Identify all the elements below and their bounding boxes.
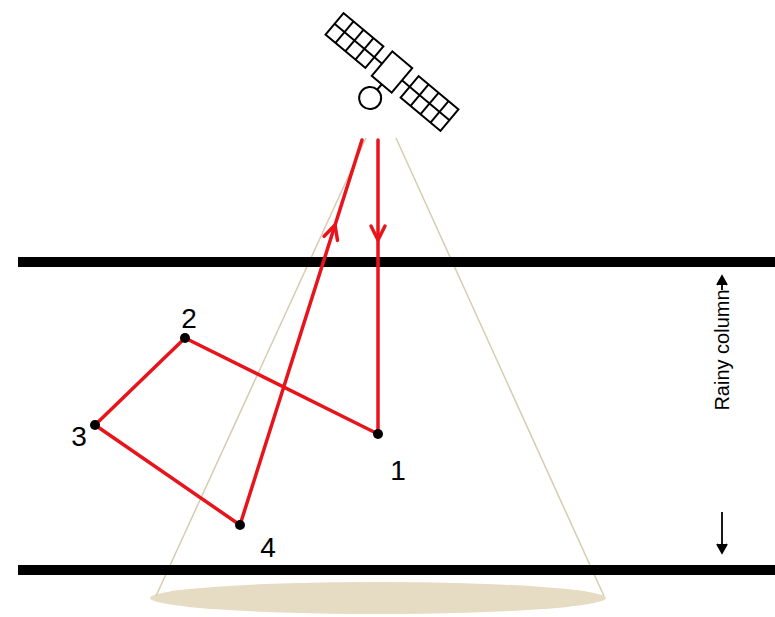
callout-number: 2 — [181, 305, 197, 333]
column-bottom-boundary — [18, 565, 775, 575]
callout-number: 4 — [260, 534, 276, 562]
beam-cone-edge — [396, 138, 604, 596]
callout-number: 3 — [71, 423, 87, 451]
satellite-icon — [306, 12, 460, 155]
column-label: Rainy column — [712, 289, 732, 410]
scatter-points — [90, 333, 383, 530]
beam-cone-edge — [156, 138, 366, 596]
ground-footprint — [150, 582, 606, 614]
column-top-boundary — [18, 257, 775, 267]
scatter-path — [95, 140, 385, 525]
callout-number: 1 — [390, 457, 406, 485]
